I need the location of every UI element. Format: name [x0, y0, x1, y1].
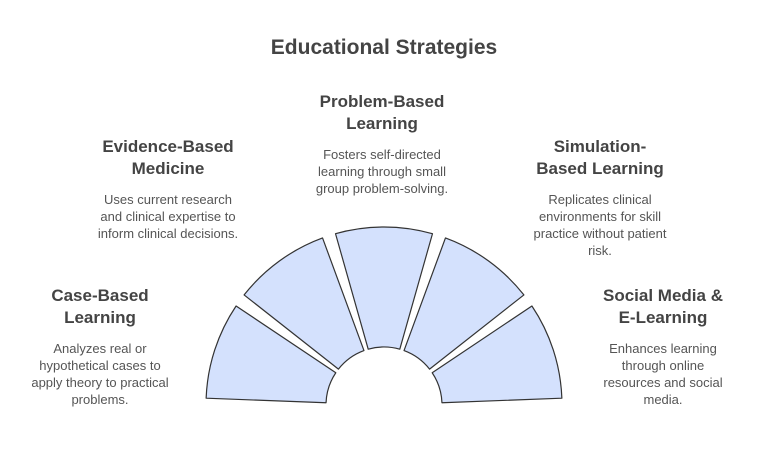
strategy-desc-line: learning through small — [318, 164, 446, 179]
strategy-desc-line: resources and social — [603, 375, 723, 390]
strategy-description: Replicates clinical environments for ski… — [510, 191, 690, 259]
semicircle-segment-3 — [334, 226, 434, 350]
strategy-name: Evidence-Based Medicine — [78, 136, 258, 180]
strategy-desc-line: through online — [621, 358, 705, 373]
strategy-desc-line: hypothetical cases to — [39, 358, 161, 373]
strategy-desc-line: Uses current research — [104, 192, 232, 207]
strategy-desc-line: practice without patient — [533, 226, 667, 241]
strategy-name-line: Case-Based — [51, 286, 149, 305]
semicircle-segment-2 — [243, 237, 365, 370]
strategy-name-line: Learning — [346, 114, 418, 133]
semicircle-segment-5 — [431, 305, 563, 404]
strategy-name-line: Learning — [64, 308, 136, 327]
strategy-evidence-based-medicine: Evidence-Based Medicine Uses current res… — [78, 136, 258, 242]
strategy-desc-line: and clinical expertise to — [100, 209, 236, 224]
strategy-description: Enhances learning through online resourc… — [583, 340, 743, 408]
strategy-desc-line: group problem-solving. — [315, 181, 449, 196]
strategy-desc-line: risk. — [588, 243, 612, 258]
strategy-simulation-based-learning: Simulation- Based Learning Replicates cl… — [510, 136, 690, 259]
strategy-name: Simulation- Based Learning — [510, 136, 690, 180]
strategy-name-line: Medicine — [131, 159, 205, 178]
strategy-desc-line: media. — [643, 392, 683, 407]
strategy-problem-based-learning: Problem-Based Learning Fosters self-dire… — [292, 91, 472, 197]
strategy-social-media-e-learning: Social Media & E-Learning Enhances learn… — [583, 285, 743, 408]
strategy-name-line: Simulation- — [553, 137, 647, 156]
strategy-name-line: Problem-Based — [319, 92, 445, 111]
semicircle-segment-4 — [403, 237, 525, 370]
strategy-name-line: Evidence-Based — [102, 137, 234, 156]
strategy-name: Social Media & E-Learning — [583, 285, 743, 329]
strategy-desc-line: problems. — [71, 392, 129, 407]
strategy-desc-line: inform clinical decisions. — [97, 226, 239, 241]
strategy-desc-line: apply theory to practical — [31, 375, 169, 390]
diagram-title: Educational Strategies — [270, 36, 498, 59]
strategy-name-line: Social Media & — [603, 286, 723, 305]
strategy-desc-line: Analyzes real or — [53, 341, 147, 356]
strategy-desc-line: Enhances learning — [609, 341, 717, 356]
strategy-description: Uses current research and clinical exper… — [78, 191, 258, 242]
strategy-name: Problem-Based Learning — [292, 91, 472, 135]
strategy-desc-line: Replicates clinical — [548, 192, 652, 207]
strategy-name-line: E-Learning — [618, 308, 708, 327]
strategy-desc-line: Fosters self-directed — [323, 147, 441, 162]
strategy-desc-line: environments for skill — [538, 209, 662, 224]
strategy-name-line: Based Learning — [536, 159, 664, 178]
strategy-case-based-learning: Case-Based Learning Analyzes real or hyp… — [30, 285, 170, 408]
strategy-description: Fosters self-directed learning through s… — [292, 146, 472, 197]
strategy-description: Analyzes real or hypothetical cases to a… — [30, 340, 170, 408]
strategy-name: Case-Based Learning — [30, 285, 170, 329]
semicircle-segment-1 — [205, 305, 337, 404]
